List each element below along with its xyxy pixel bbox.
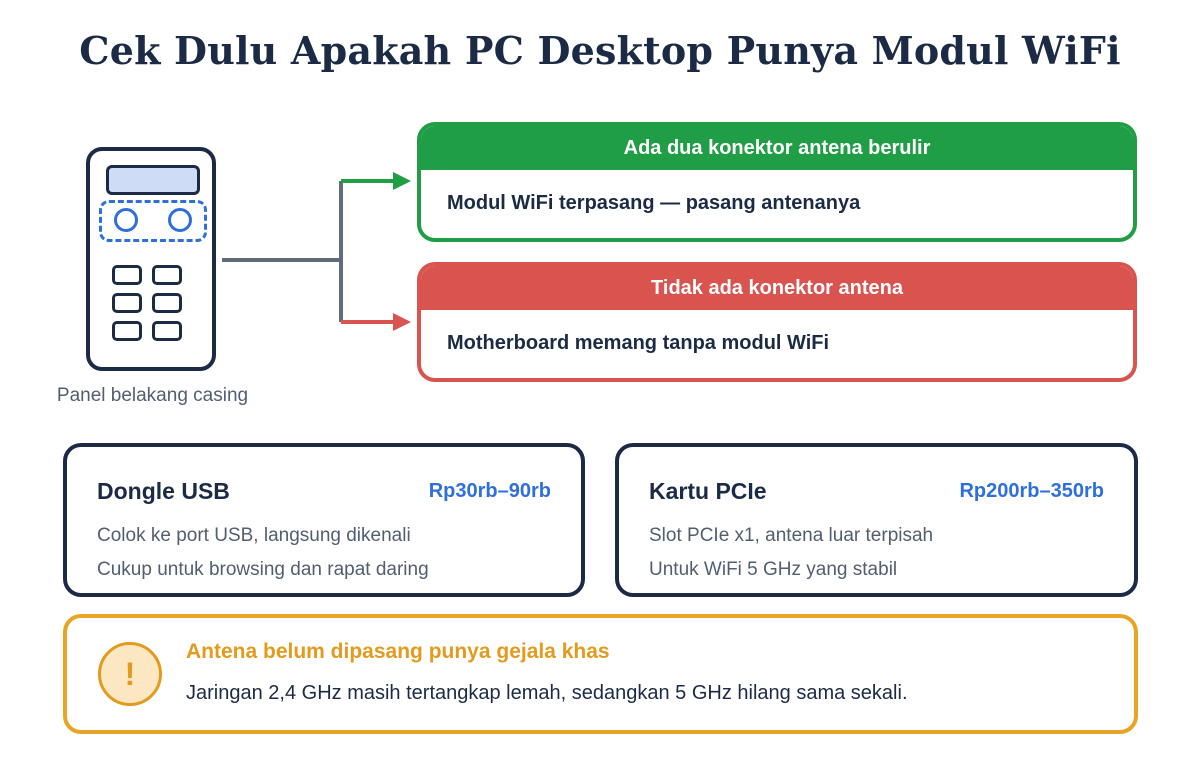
io-port-icon [112,321,142,341]
outcome-card-has-connector: Ada dua konektor antena berulir Modul Wi… [417,122,1137,242]
case-vent [106,165,200,195]
outcome-heading: Tidak ada konektor antena [421,266,1133,310]
option-detail: Colok ke port USB, langsung dikenali [97,525,411,546]
arrow-right-icon [393,172,411,190]
outcome-result: Motherboard memang tanpa modul WiFi [447,332,830,354]
option-detail: Untuk WiFi 5 GHz yang stabil [649,559,898,580]
io-port-icon [152,293,182,313]
option-price: Rp200rb–350rb [959,480,1104,502]
option-card-usb-dongle: Dongle USB Rp30rb–90rb Colok ke port USB… [63,443,585,597]
branch-trunk-line [222,181,343,322]
option-price: Rp30rb–90rb [428,480,551,502]
option-name: Dongle USB [97,478,230,504]
arrow-right-icon [393,313,411,331]
outcome-heading: Ada dua konektor antena berulir [421,126,1133,170]
io-port-icon [152,265,182,285]
option-card-pcie: Kartu PCIe Rp200rb–350rb Slot PCIe x1, a… [615,443,1138,597]
warning-text: Jaringan 2,4 GHz masih tertangkap lemah,… [186,682,908,704]
option-detail: Cukup untuk browsing dan rapat daring [97,559,429,580]
io-port-icon [112,265,142,285]
warning-callout: ! Antena belum dipasang punya gejala kha… [63,614,1138,734]
pc-case-back-panel [86,147,216,371]
exclamation-icon: ! [98,642,162,706]
antenna-connector-icon [114,208,138,232]
warning-title: Antena belum dipasang punya gejala khas [186,640,610,663]
option-detail: Slot PCIe x1, antena luar terpisah [649,525,934,546]
io-port-icon [112,293,142,313]
case-panel-label: Panel belakang casing [56,385,249,406]
antenna-connector-icon [168,208,192,232]
antenna-connector-highlight [99,200,207,242]
outcome-result: Modul WiFi terpasang — pasang antenanya [447,192,861,214]
io-port-icon [152,321,182,341]
page-title: Cek Dulu Apakah PC Desktop Punya Modul W… [79,28,1121,73]
option-name: Kartu PCIe [649,478,767,504]
outcome-card-no-connector: Tidak ada konektor antena Motherboard me… [417,262,1137,382]
